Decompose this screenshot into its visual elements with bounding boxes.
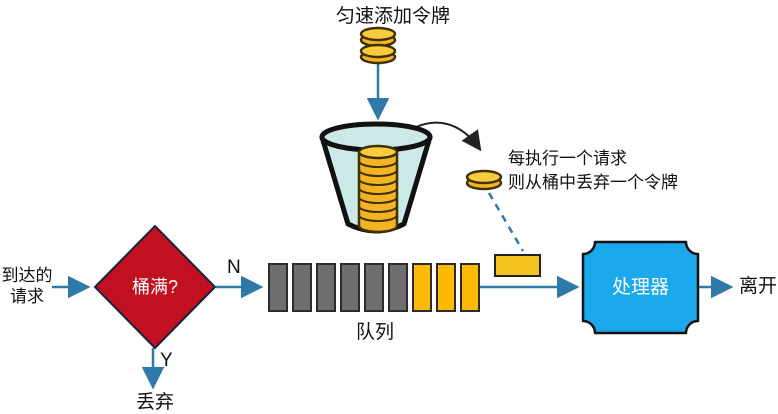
token-stack-ridges-icon xyxy=(358,160,398,222)
queue-cell-gray xyxy=(268,263,288,312)
arriving-requests-line1: 到达的 xyxy=(1,266,53,285)
queue-cell-gray xyxy=(388,263,408,312)
leave-label: 离开 xyxy=(739,276,778,297)
bucket-full-label: 桶满? xyxy=(131,276,178,297)
processor-shape xyxy=(581,240,700,335)
consumed-token-icon xyxy=(465,169,503,191)
queue-cell-gray xyxy=(364,263,384,312)
processor-label: 处理器 xyxy=(611,276,669,298)
consume-rule-label-line2: 则从桶中丢弃一个令牌 xyxy=(508,173,678,192)
branch-no-label: N xyxy=(227,257,241,278)
queue-cell-gray xyxy=(292,263,312,312)
add-tokens-label: 匀速添加令牌 xyxy=(335,6,450,27)
queue-cell-gray xyxy=(316,263,336,312)
falling-token-icon xyxy=(359,43,397,65)
queue-cell-yellow xyxy=(436,263,456,312)
decision-diamond xyxy=(93,224,217,350)
consume-rule-label-line1: 每执行一个请求 xyxy=(508,149,627,168)
queue-cell-yellow xyxy=(460,263,480,312)
queue xyxy=(268,263,480,312)
token-stack-top-icon xyxy=(357,144,399,160)
arriving-requests-label: 到达的 请求 xyxy=(0,265,54,308)
queue-cell-yellow xyxy=(412,263,432,312)
queue-label: 队列 xyxy=(355,322,394,343)
falling-token-icon xyxy=(359,26,397,48)
dashed-token-link xyxy=(487,192,525,252)
branch-yes-label: Y xyxy=(160,350,173,371)
arriving-requests-line2: 请求 xyxy=(10,287,44,307)
token-rect xyxy=(494,254,541,277)
queue-cell-gray xyxy=(340,263,360,312)
discard-label: 丢弃 xyxy=(136,392,175,413)
